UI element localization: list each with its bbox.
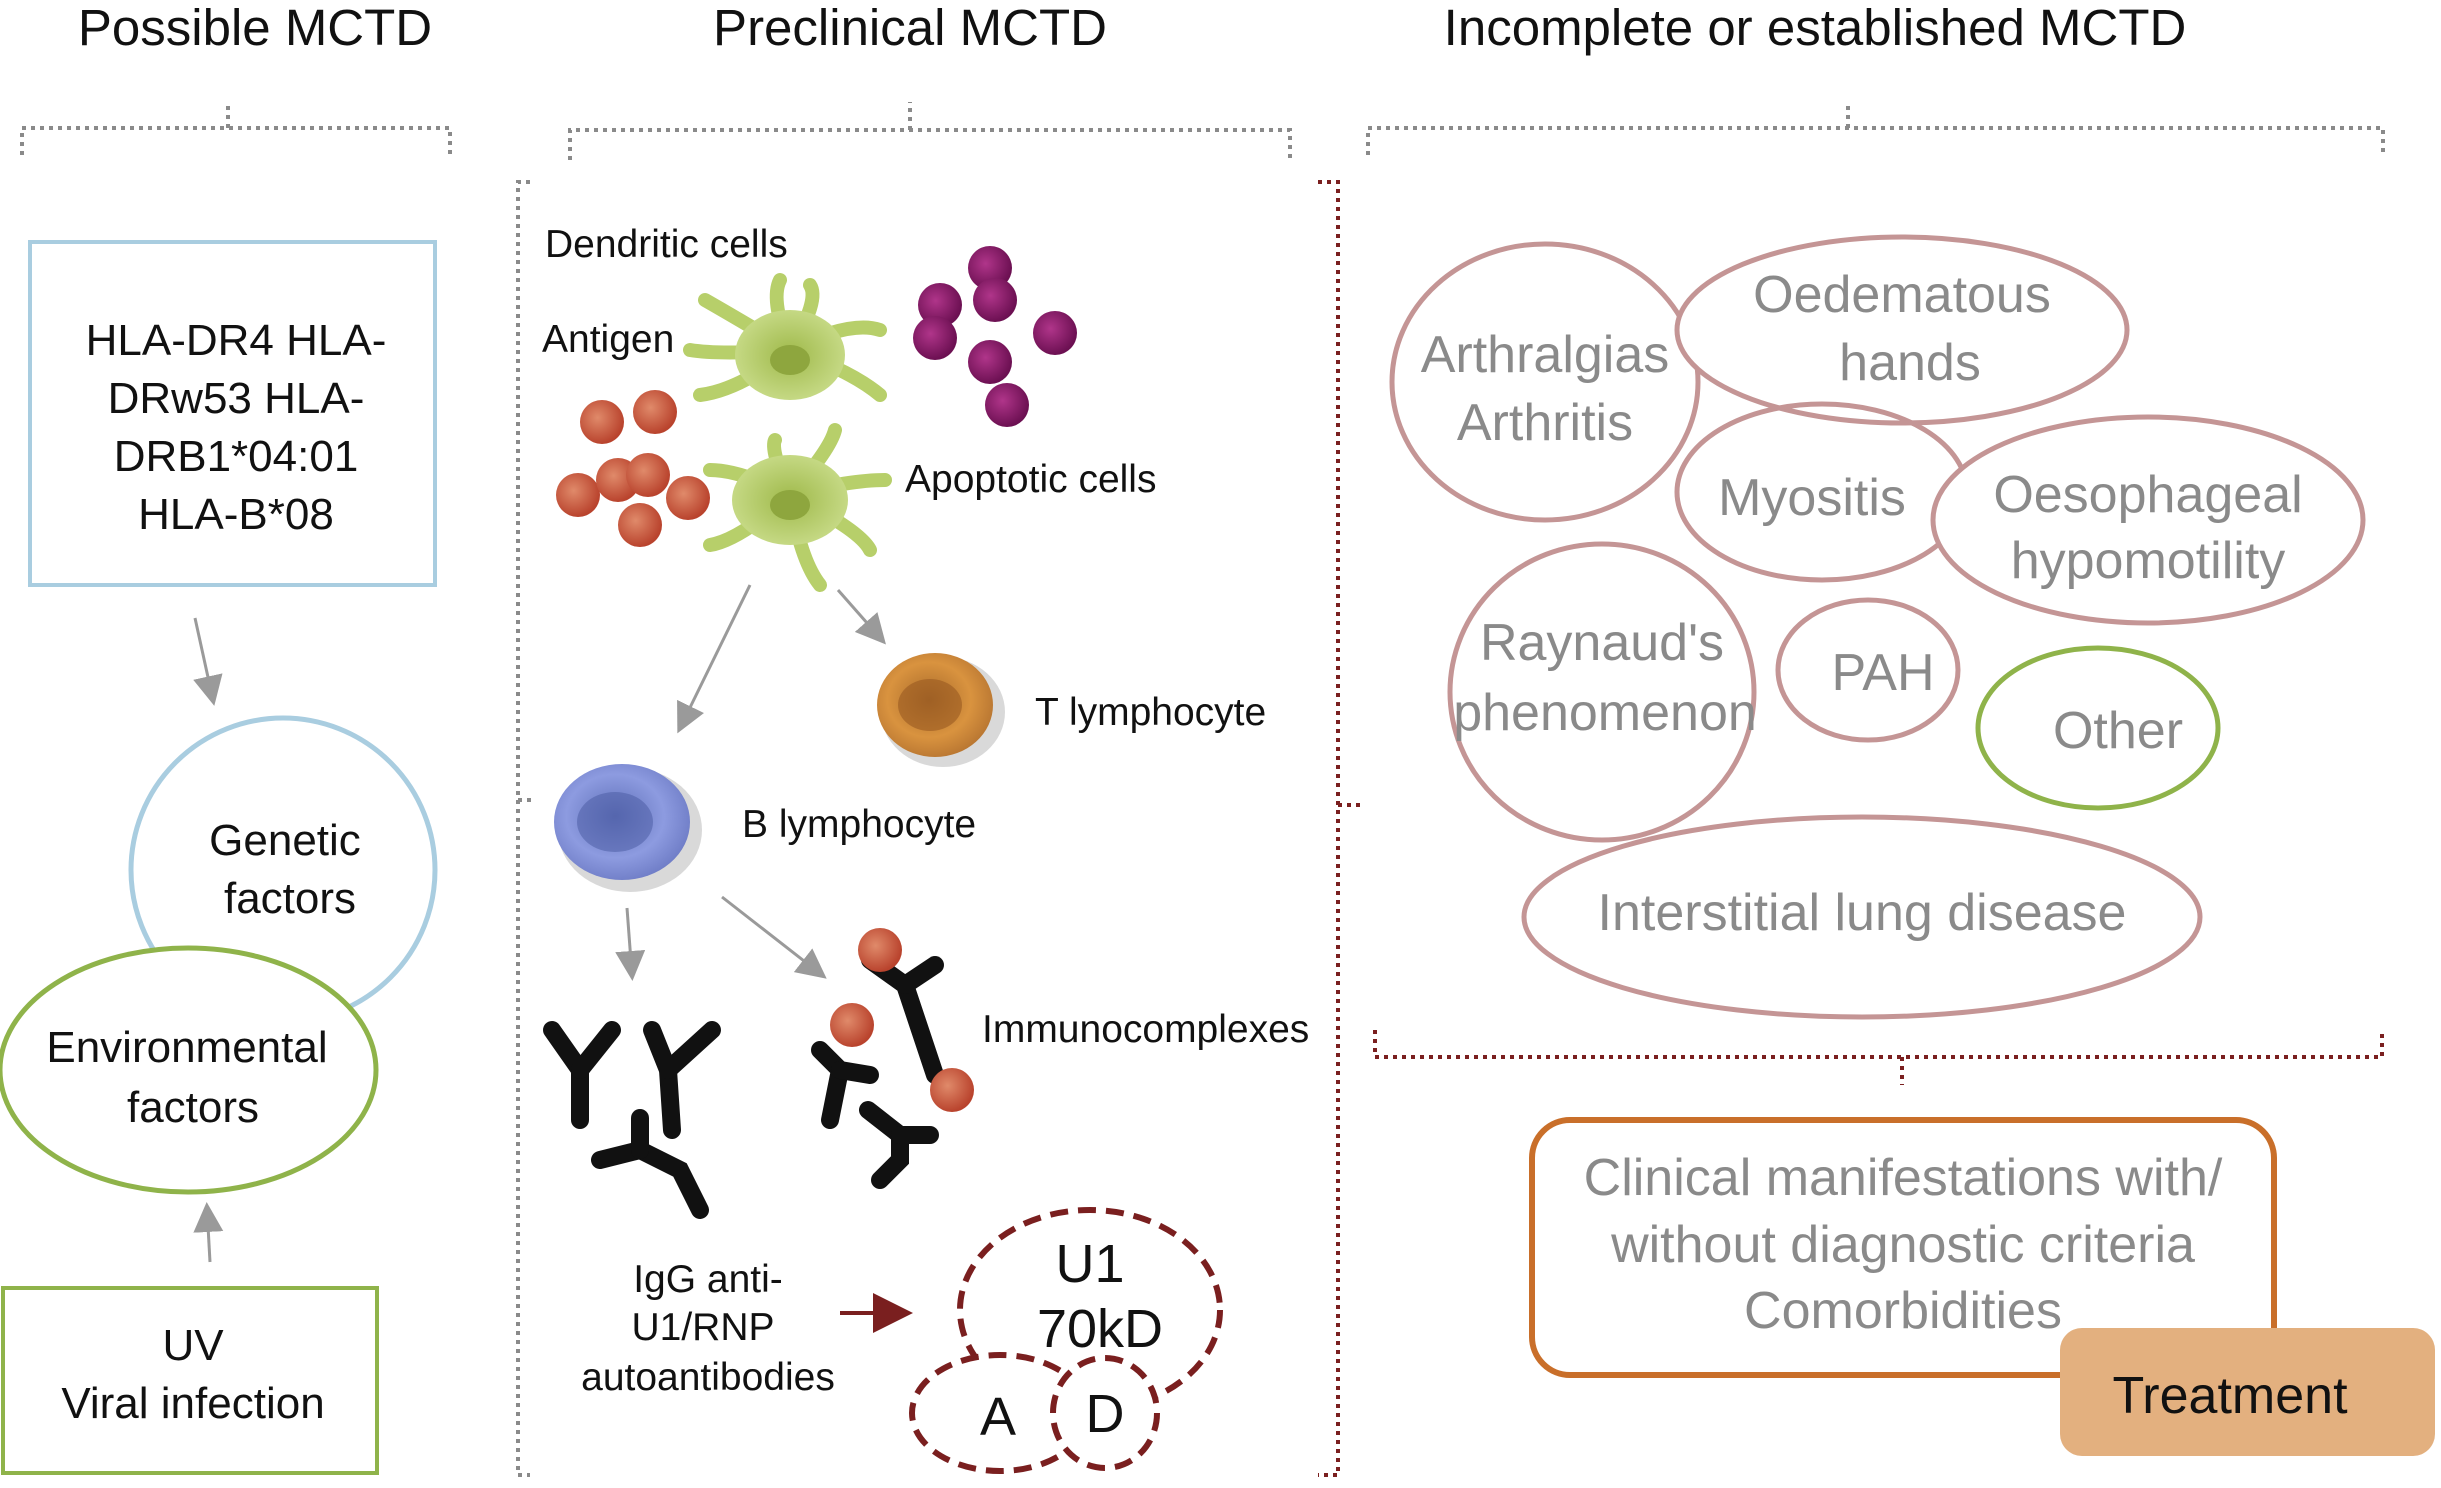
arthralgias-line-2: Arthritis <box>1457 394 1633 452</box>
igg-antibodies <box>543 1021 721 1219</box>
immunocomplexes-label: Immunocomplexes <box>982 1008 1309 1051</box>
genetic-line-1: Genetic <box>209 816 361 865</box>
d-label: D <box>1086 1384 1125 1444</box>
myositis-label: Myositis <box>1718 469 1906 527</box>
b-lymphocyte-cell <box>554 764 702 892</box>
pah-label: PAH <box>1831 644 1934 702</box>
brace-manifestations <box>1373 1030 2384 1085</box>
dendritic-cells-label: Dendritic cells <box>545 223 788 266</box>
hla-line-1: HLA-DR4 HLA- <box>86 316 387 365</box>
raynaud-line-2: phenomenon <box>1453 684 1757 742</box>
oesophageal-line-2: hypomotility <box>2011 532 2286 590</box>
arthralgias-ellipse <box>1389 241 1701 523</box>
hla-box <box>28 240 437 587</box>
arrow-dendritic-to-b <box>677 584 752 734</box>
d-ellipse <box>1050 1355 1160 1471</box>
treatment-label: Treatment <box>2112 1367 2348 1425</box>
oesophageal-ellipse <box>1930 414 2366 626</box>
other-ellipse <box>1975 645 2221 811</box>
genetic-line-2: factors <box>224 874 356 923</box>
t-lymphocyte-label: T lymphocyte <box>1035 691 1266 734</box>
antigen-label: Antigen <box>542 318 674 361</box>
raynaud-line-1: Raynaud's <box>1480 614 1724 672</box>
ild-label: Interstitial lung disease <box>1598 884 2127 942</box>
environmental-factors-ellipse <box>0 945 379 1195</box>
b-lymphocyte-label: B lymphocyte <box>742 803 976 846</box>
clinical-line-2: without diagnostic criteria <box>1610 1216 2195 1274</box>
environmental-line-1: Environmental <box>46 1023 327 1072</box>
dendritic-cell-upper <box>683 273 887 402</box>
oedematous-line-2: hands <box>1839 334 1981 392</box>
apoptotic-cells-label: Apoptotic cells <box>905 458 1156 501</box>
hla-line-3: DRB1*04:01 <box>114 432 359 481</box>
treatment-box <box>2060 1328 2435 1456</box>
hla-line-4: HLA-B*08 <box>138 490 334 539</box>
arrow-b-to-immunocomplexes <box>721 895 827 979</box>
bracket-middle-right <box>1318 180 1362 1477</box>
hla-line-2: DRw53 HLA- <box>108 374 365 423</box>
brace-established <box>1366 102 2385 155</box>
arrow-dendritic-to-t <box>836 589 886 645</box>
arrow-hla-to-genetic <box>193 617 223 706</box>
igg-line-1: IgG anti- <box>633 1258 783 1301</box>
environmental-line-2: factors <box>127 1083 259 1132</box>
clinical-line-3: Comorbidities <box>1744 1282 2062 1340</box>
ild-ellipse <box>1521 814 2203 1020</box>
other-label: Other <box>2053 702 2183 760</box>
clinical-manifestations-box <box>1529 1117 2277 1378</box>
raynaud-ellipse <box>1447 541 1757 843</box>
oesophageal-line-1: Oesophageal <box>1993 466 2302 524</box>
igg-line-2: U1/RNP <box>631 1306 774 1349</box>
igg-line-3: autoantibodies <box>581 1356 835 1399</box>
uv-line-1: UV <box>162 1321 224 1370</box>
oedematous-line-1: Oedematous <box>1753 266 2051 324</box>
dendritic-cell-lower <box>703 423 892 592</box>
arrow-b-to-antibodies <box>615 907 646 981</box>
oedematous-ellipse <box>1674 234 2130 426</box>
header-preclinical-mctd: Preclinical MCTD <box>713 0 1107 56</box>
uv-box <box>1 1286 379 1475</box>
bracket-middle-left <box>516 180 536 1477</box>
arrow-uv-to-environmental <box>193 1202 224 1263</box>
apoptotic-cells-particles <box>913 246 1077 427</box>
header-established-mctd: Incomplete or established MCTD <box>1444 0 2187 56</box>
u1-line-1: U1 <box>1055 1234 1124 1294</box>
uv-line-2: Viral infection <box>61 1379 324 1428</box>
brace-possible <box>20 102 452 155</box>
arthralgias-line-1: Arthralgias <box>1421 326 1670 384</box>
immunocomplexes-figure <box>811 928 974 1189</box>
antigen-particles <box>556 390 710 547</box>
u1-line-2: 70kD <box>1037 1299 1163 1359</box>
a-label: A <box>980 1387 1016 1447</box>
brace-preclinical <box>568 102 1292 160</box>
header-possible-mctd: Possible MCTD <box>78 0 432 56</box>
clinical-line-1: Clinical manifestations with/ <box>1584 1149 2223 1207</box>
pah-ellipse <box>1775 597 1961 743</box>
t-lymphocyte-cell <box>877 653 1005 767</box>
